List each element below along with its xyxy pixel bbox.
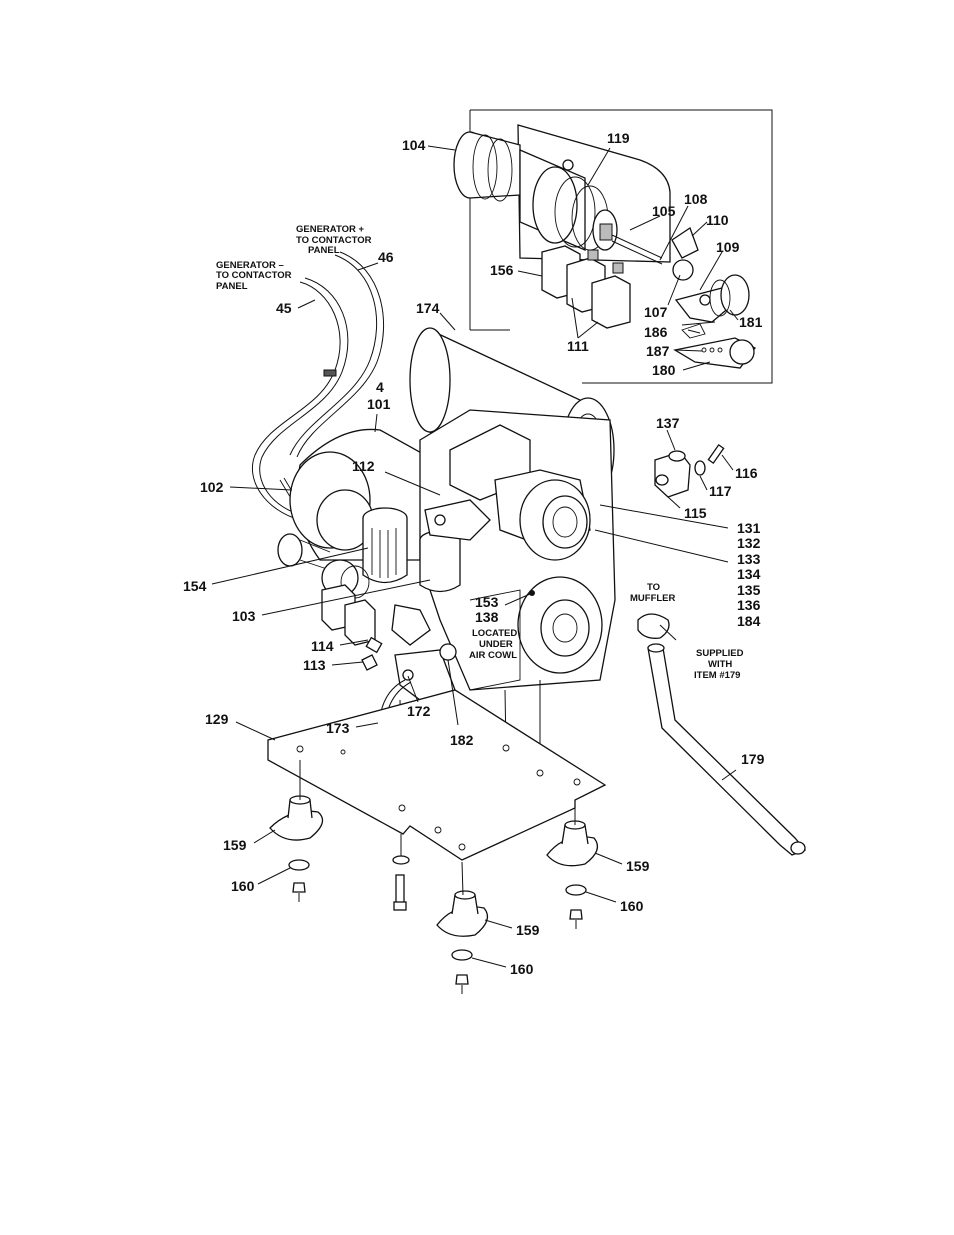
callout-160-right: 160 xyxy=(620,898,644,914)
callout-135: 135 xyxy=(737,582,761,598)
callout-156: 156 xyxy=(490,262,514,278)
callout-104: 104 xyxy=(402,137,426,153)
callout-173: 173 xyxy=(326,720,350,736)
callout-105: 105 xyxy=(652,203,676,219)
callout-174: 174 xyxy=(416,300,440,316)
callout-132: 132 xyxy=(737,535,761,551)
isolator-mount-center xyxy=(436,861,489,994)
callout-187: 187 xyxy=(646,343,670,359)
callout-160-left: 160 xyxy=(231,878,255,894)
note-generator-plus-line1: GENERATOR + xyxy=(296,224,364,235)
note-to-muffler-line1: TO xyxy=(647,582,660,593)
callout-159-left: 159 xyxy=(223,837,247,853)
callout-119: 119 xyxy=(607,130,630,146)
callout-180: 180 xyxy=(652,362,676,378)
isolator-mount-right xyxy=(546,800,599,929)
callout-159-right: 159 xyxy=(626,858,650,874)
detail-inset xyxy=(453,109,773,384)
note-supplied-line1: SUPPLIED xyxy=(696,648,744,659)
callout-103: 103 xyxy=(232,608,256,624)
callout-131: 131 xyxy=(737,520,761,536)
callout-184: 184 xyxy=(737,613,761,629)
callout-133: 133 xyxy=(737,551,761,567)
callout-172: 172 xyxy=(407,703,431,719)
callout-45: 45 xyxy=(276,300,292,316)
note-located-line1: LOCATED xyxy=(472,628,517,639)
base-plate xyxy=(267,689,607,861)
engine-body xyxy=(277,327,616,831)
callout-160-center: 160 xyxy=(510,961,534,977)
callout-138: 138 xyxy=(475,609,499,625)
callout-101: 101 xyxy=(367,396,391,412)
callout-186: 186 xyxy=(644,324,668,340)
callout-112: 112 xyxy=(352,458,375,474)
callout-114: 114 xyxy=(311,638,334,654)
isolator-mount-left xyxy=(269,760,324,902)
callout-113: 113 xyxy=(303,657,326,673)
generator-cables xyxy=(251,251,384,521)
callout-111: 111 xyxy=(567,338,589,354)
fitting-137 xyxy=(654,444,725,498)
callout-179: 179 xyxy=(741,751,765,767)
callout-115: 115 xyxy=(684,505,707,521)
callout-181: 181 xyxy=(739,314,763,330)
callout-182: 182 xyxy=(450,732,474,748)
note-supplied-line2: WITH xyxy=(708,659,732,670)
note-generator-minus-line1: GENERATOR – xyxy=(216,260,284,271)
callout-107: 107 xyxy=(644,304,668,320)
note-generator-plus-line2: TO CONTACTOR xyxy=(296,235,372,246)
exhaust-pipe xyxy=(637,613,807,856)
note-located-line2: UNDER xyxy=(479,639,513,650)
callout-108: 108 xyxy=(684,191,708,207)
note-generator-plus-line3: PANEL xyxy=(308,245,340,256)
callout-46: 46 xyxy=(378,249,394,265)
bolt-center xyxy=(392,834,410,911)
note-generator-minus-line3: PANEL xyxy=(216,281,248,292)
callout-102: 102 xyxy=(200,479,224,495)
leader-lines xyxy=(211,145,739,968)
callout-117: 117 xyxy=(709,483,732,499)
callout-129: 129 xyxy=(205,711,229,727)
note-generator-minus-line2: TO CONTACTOR xyxy=(216,270,292,281)
callout-109: 109 xyxy=(716,239,740,255)
callout-159-center: 159 xyxy=(516,922,540,938)
callout-137: 137 xyxy=(656,415,680,431)
text-notes: GENERATOR + TO CONTACTOR PANEL GENERATOR… xyxy=(216,224,744,681)
note-supplied-line3: ITEM #179 xyxy=(694,670,740,681)
callout-154: 154 xyxy=(183,578,207,594)
callout-4: 4 xyxy=(376,379,384,395)
note-located-line3: AIR COWL xyxy=(469,650,517,661)
note-to-muffler-line2: MUFFLER xyxy=(630,593,676,604)
callout-116: 116 xyxy=(735,465,758,481)
callout-134: 134 xyxy=(737,566,761,582)
callout-153: 153 xyxy=(475,594,499,610)
callout-136: 136 xyxy=(737,597,761,613)
callout-labels: 104 119 108 105 110 109 156 107 181 186 … xyxy=(183,130,765,977)
callout-110: 110 xyxy=(706,212,729,228)
